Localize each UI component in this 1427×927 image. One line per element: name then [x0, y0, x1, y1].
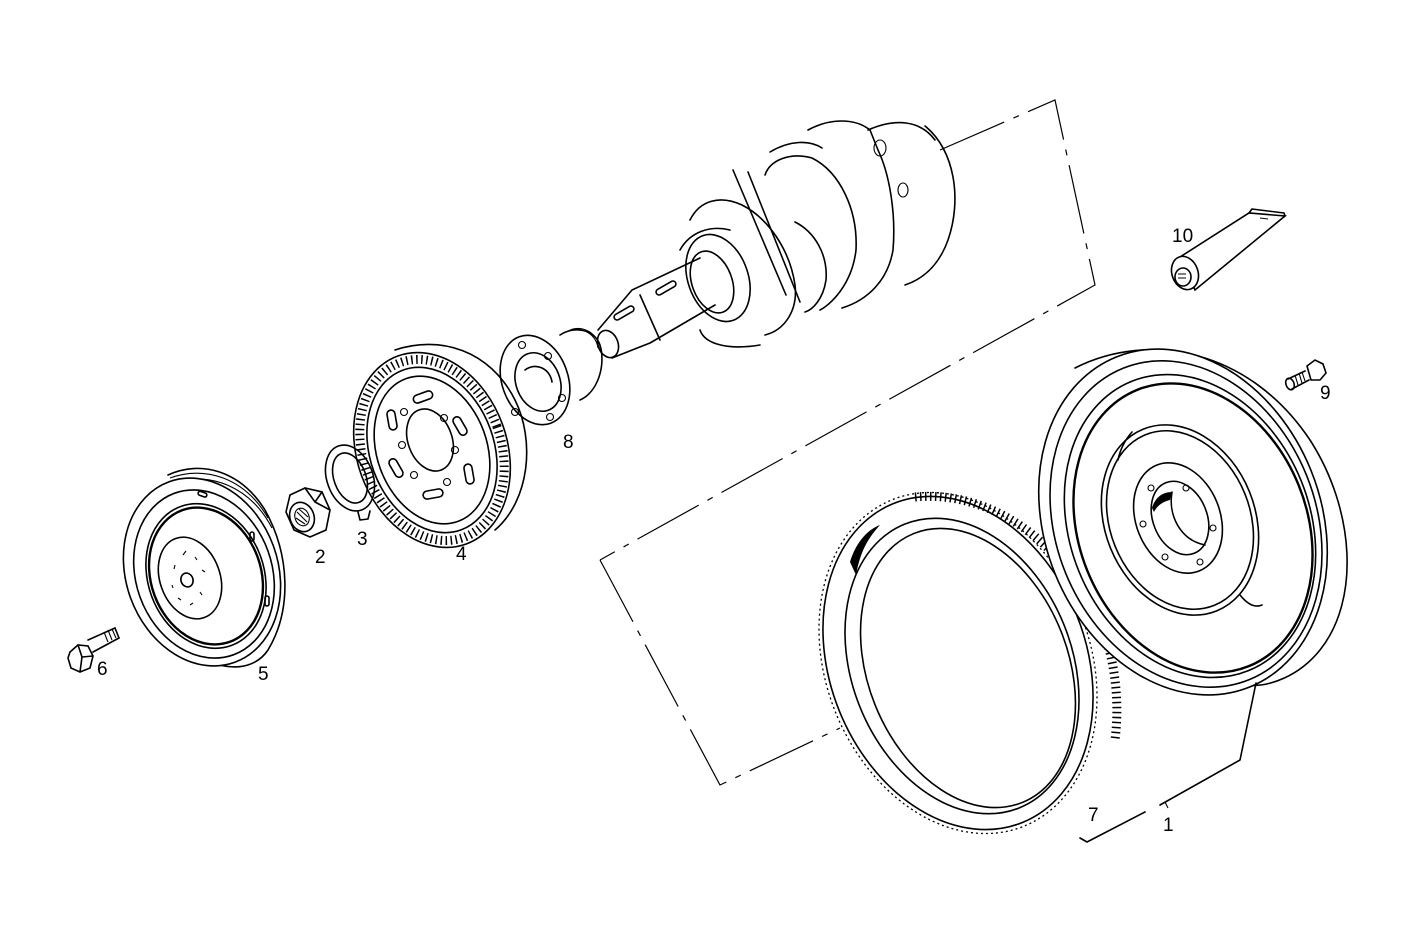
part-label-5: 5: [258, 664, 269, 685]
crankshaft-pulley: [122, 467, 286, 668]
sealant-tube: [1170, 208, 1288, 292]
tab-washer: [324, 444, 376, 521]
part-label-1: 1: [1163, 815, 1174, 836]
part-label-8: 8: [563, 432, 574, 453]
part-label-4: 4: [456, 544, 467, 565]
part-label-10: 10: [1172, 226, 1194, 247]
gear-hub: [499, 328, 603, 426]
part-label-9: 9: [1320, 383, 1331, 404]
bevel-gear: [352, 343, 528, 549]
part-label-3: 3: [357, 529, 368, 550]
crankshaft: [596, 120, 956, 359]
assembly-guide-lines: [599, 99, 1096, 786]
flywheel-bolt: [1284, 359, 1327, 391]
hex-nut: [285, 487, 331, 538]
ring-gear: [818, 491, 1122, 835]
part-label-6: 6: [97, 659, 108, 680]
part-1-bracket: [1079, 682, 1257, 843]
part-label-7: 7: [1088, 805, 1099, 826]
flywheel: [1037, 348, 1348, 696]
pulley-bolt: [67, 627, 120, 673]
part-label-2: 2: [315, 547, 326, 568]
